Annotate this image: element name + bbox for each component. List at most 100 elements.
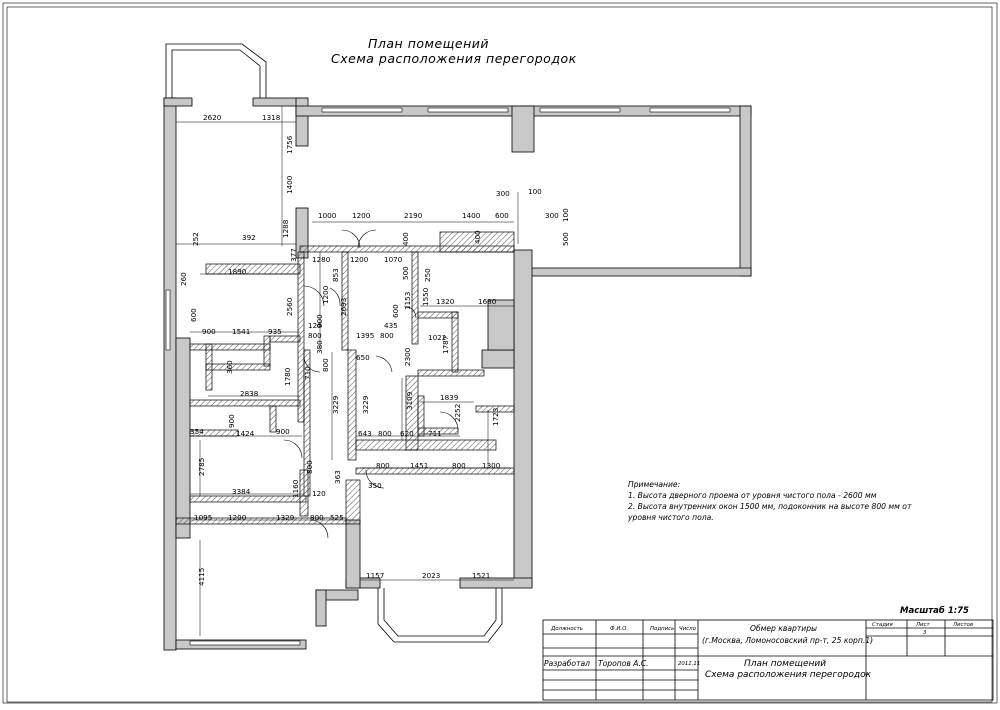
dim-label: 900 — [227, 414, 236, 428]
notes-item-3: уровня чистого пола. — [628, 513, 714, 522]
dim-label: 250 — [423, 268, 432, 282]
dim-label: 1320 — [436, 297, 455, 306]
dim-label: 2785 — [197, 458, 206, 476]
dim-label: 252 — [191, 232, 200, 246]
dim-label: 120 — [312, 489, 326, 498]
dim-label: 1780 — [283, 367, 292, 386]
dim-label: 900 — [276, 427, 290, 436]
dim-label: 1153 — [403, 292, 412, 310]
dim-label: 377 — [289, 248, 298, 262]
dim-label: 2300 — [403, 347, 412, 366]
dim-label: 3229 — [361, 395, 370, 414]
dim-label: 392 — [242, 233, 256, 242]
dim-label: 2560 — [285, 297, 294, 316]
tb-project: Обмер квартиры — [750, 624, 818, 633]
dim-label: 1318 — [262, 113, 281, 122]
dimension-labels: 2620 1318 1756 1400 1288 1000 1200 2190 … — [179, 113, 570, 586]
dim-label: 1160 — [291, 479, 300, 498]
notes-item-1: 1. Высота дверного проема от уровня чист… — [628, 491, 877, 500]
dim-label: 1200 — [228, 513, 247, 522]
tb-sheet-title-2: Схема расположения перегородок — [705, 670, 872, 680]
dim-label: 400 — [473, 230, 482, 244]
tb-sheets-header: Листов — [953, 622, 974, 628]
notes-heading: Примечание: — [628, 480, 681, 489]
dim-label: 380 — [315, 340, 324, 354]
dim-label: 3229 — [331, 395, 340, 414]
exterior-walls — [163, 97, 752, 651]
dim-label: 500 — [401, 266, 410, 280]
dim-label: 1000 — [318, 211, 337, 220]
tb-address: (г.Москва, Ломоносовский пр-т, 25 корп.1… — [702, 636, 874, 645]
dim-label: 360 — [225, 360, 234, 374]
dim-label: 1400 — [285, 175, 294, 194]
windows — [165, 107, 731, 646]
tb-header-position: Должность — [551, 626, 583, 632]
dim-label: 1787 — [441, 336, 450, 354]
dim-label: 1521 — [472, 571, 490, 580]
dim-label: 260 — [179, 272, 188, 286]
dim-label: 1890 — [228, 267, 247, 276]
partition-walls — [175, 231, 515, 525]
dim-label: 1329 — [276, 513, 295, 522]
dim-label: 2620 — [203, 113, 222, 122]
door-swings — [283, 229, 459, 539]
dim-label: 2838 — [240, 389, 259, 398]
dim-label: 500 — [561, 232, 570, 246]
dim-label: 800 — [310, 513, 324, 522]
dim-label: 1680 — [478, 297, 497, 306]
title-block-grid — [542, 619, 994, 701]
dim-label: 354 — [190, 427, 204, 436]
dim-label: 711 — [428, 429, 442, 438]
dim-label: 1400 — [462, 211, 481, 220]
dim-label: 3384 — [232, 487, 251, 496]
dim-label: 1839 — [440, 393, 459, 402]
dim-label: 120 — [308, 321, 322, 330]
balconies — [165, 43, 503, 643]
dim-label: 935 — [268, 327, 282, 336]
dim-label: 1022 — [428, 333, 446, 342]
dim-label: 4115 — [197, 568, 206, 586]
dim-label: 643 — [358, 429, 372, 438]
dim-label: 800 — [308, 331, 322, 340]
dim-label: 1395 — [356, 331, 374, 340]
dim-label: 525 — [330, 513, 344, 522]
dim-label: 853 — [331, 268, 340, 282]
dim-label: 3109 — [405, 391, 414, 410]
dim-label: 1756 — [285, 135, 294, 154]
dim-label: 1280 — [312, 255, 331, 264]
dim-label: 600 — [495, 211, 509, 220]
dim-label: 1200 — [321, 285, 330, 304]
dim-label: 435 — [384, 321, 398, 330]
dim-label: 1157 — [366, 571, 384, 580]
dim-label: 1451 — [410, 461, 428, 470]
drawing-title-line2: Схема расположения перегородок — [331, 51, 577, 66]
tb-author: Торопов А.С. — [598, 659, 649, 668]
dim-label: 300 — [545, 211, 559, 220]
dim-label: 1070 — [384, 255, 403, 264]
dim-label: 400 — [401, 232, 410, 246]
dim-label: 350 — [368, 481, 382, 490]
tb-header-date: Число — [679, 626, 696, 632]
drawing-title-line1: План помещений — [368, 36, 490, 51]
dim-label: 2693 — [339, 298, 348, 316]
dim-label: 1200 — [352, 211, 371, 220]
tb-role: Разработал — [544, 659, 591, 668]
dim-label: 1541 — [232, 327, 250, 336]
tb-date: 2011.11 — [678, 661, 701, 667]
sheet-inner-frame — [6, 6, 993, 703]
dim-label: 1200 — [350, 255, 369, 264]
dim-label: 363 — [333, 470, 342, 484]
dim-label: 650 — [356, 353, 370, 362]
dim-label: 1288 — [281, 219, 290, 238]
dim-label: 600 — [391, 304, 400, 318]
dim-label: 710 — [303, 366, 312, 380]
dim-label: 800 — [376, 461, 390, 470]
dim-label: 2023 — [422, 571, 440, 580]
dim-label: 1300 — [482, 461, 501, 470]
dim-label: 800 — [378, 429, 392, 438]
tb-sheet-header: Лист — [916, 622, 930, 628]
dim-label: 600 — [189, 308, 198, 322]
